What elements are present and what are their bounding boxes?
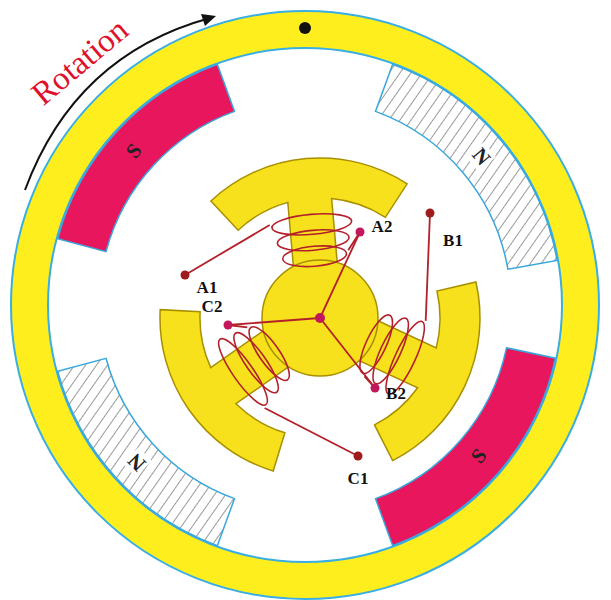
terminal-label: C2 <box>202 298 223 315</box>
terminal-dot <box>224 321 233 330</box>
south-magnet <box>58 64 235 251</box>
terminal-dot <box>181 271 190 280</box>
coil-winding <box>227 328 285 398</box>
north-magnet <box>376 64 558 269</box>
coil-winding <box>271 211 352 238</box>
coil-lead <box>265 408 358 456</box>
terminal-dot <box>371 384 380 393</box>
tooth-shape <box>208 150 415 287</box>
terminal-label: B2 <box>386 385 406 402</box>
coil-winding <box>212 333 274 410</box>
coil-winding <box>243 322 296 386</box>
coil-lead <box>426 213 430 321</box>
coil <box>212 315 300 410</box>
rotor-bore <box>48 48 562 562</box>
coil-winding <box>282 243 347 269</box>
coil-winding <box>354 311 399 377</box>
coil <box>271 211 355 270</box>
terminal-label: B1 <box>443 232 463 249</box>
coil-winding <box>276 227 349 253</box>
arrow-head <box>201 14 216 26</box>
terminal-label: A2 <box>372 218 393 235</box>
star-connection <box>320 232 360 318</box>
star-point <box>315 313 325 323</box>
stator-tooth <box>208 150 415 287</box>
coil-lead <box>185 225 270 275</box>
terminal-label: A1 <box>197 279 218 296</box>
star-connection <box>228 318 320 325</box>
rotor-ring <box>11 11 599 599</box>
terminal-dot <box>356 228 365 237</box>
terminal-dot <box>426 209 435 218</box>
star-connection <box>320 318 375 388</box>
marker-dot <box>299 22 311 34</box>
terminal-label: C1 <box>348 470 369 487</box>
coil-winding <box>366 314 415 388</box>
terminal-dot <box>354 452 363 461</box>
